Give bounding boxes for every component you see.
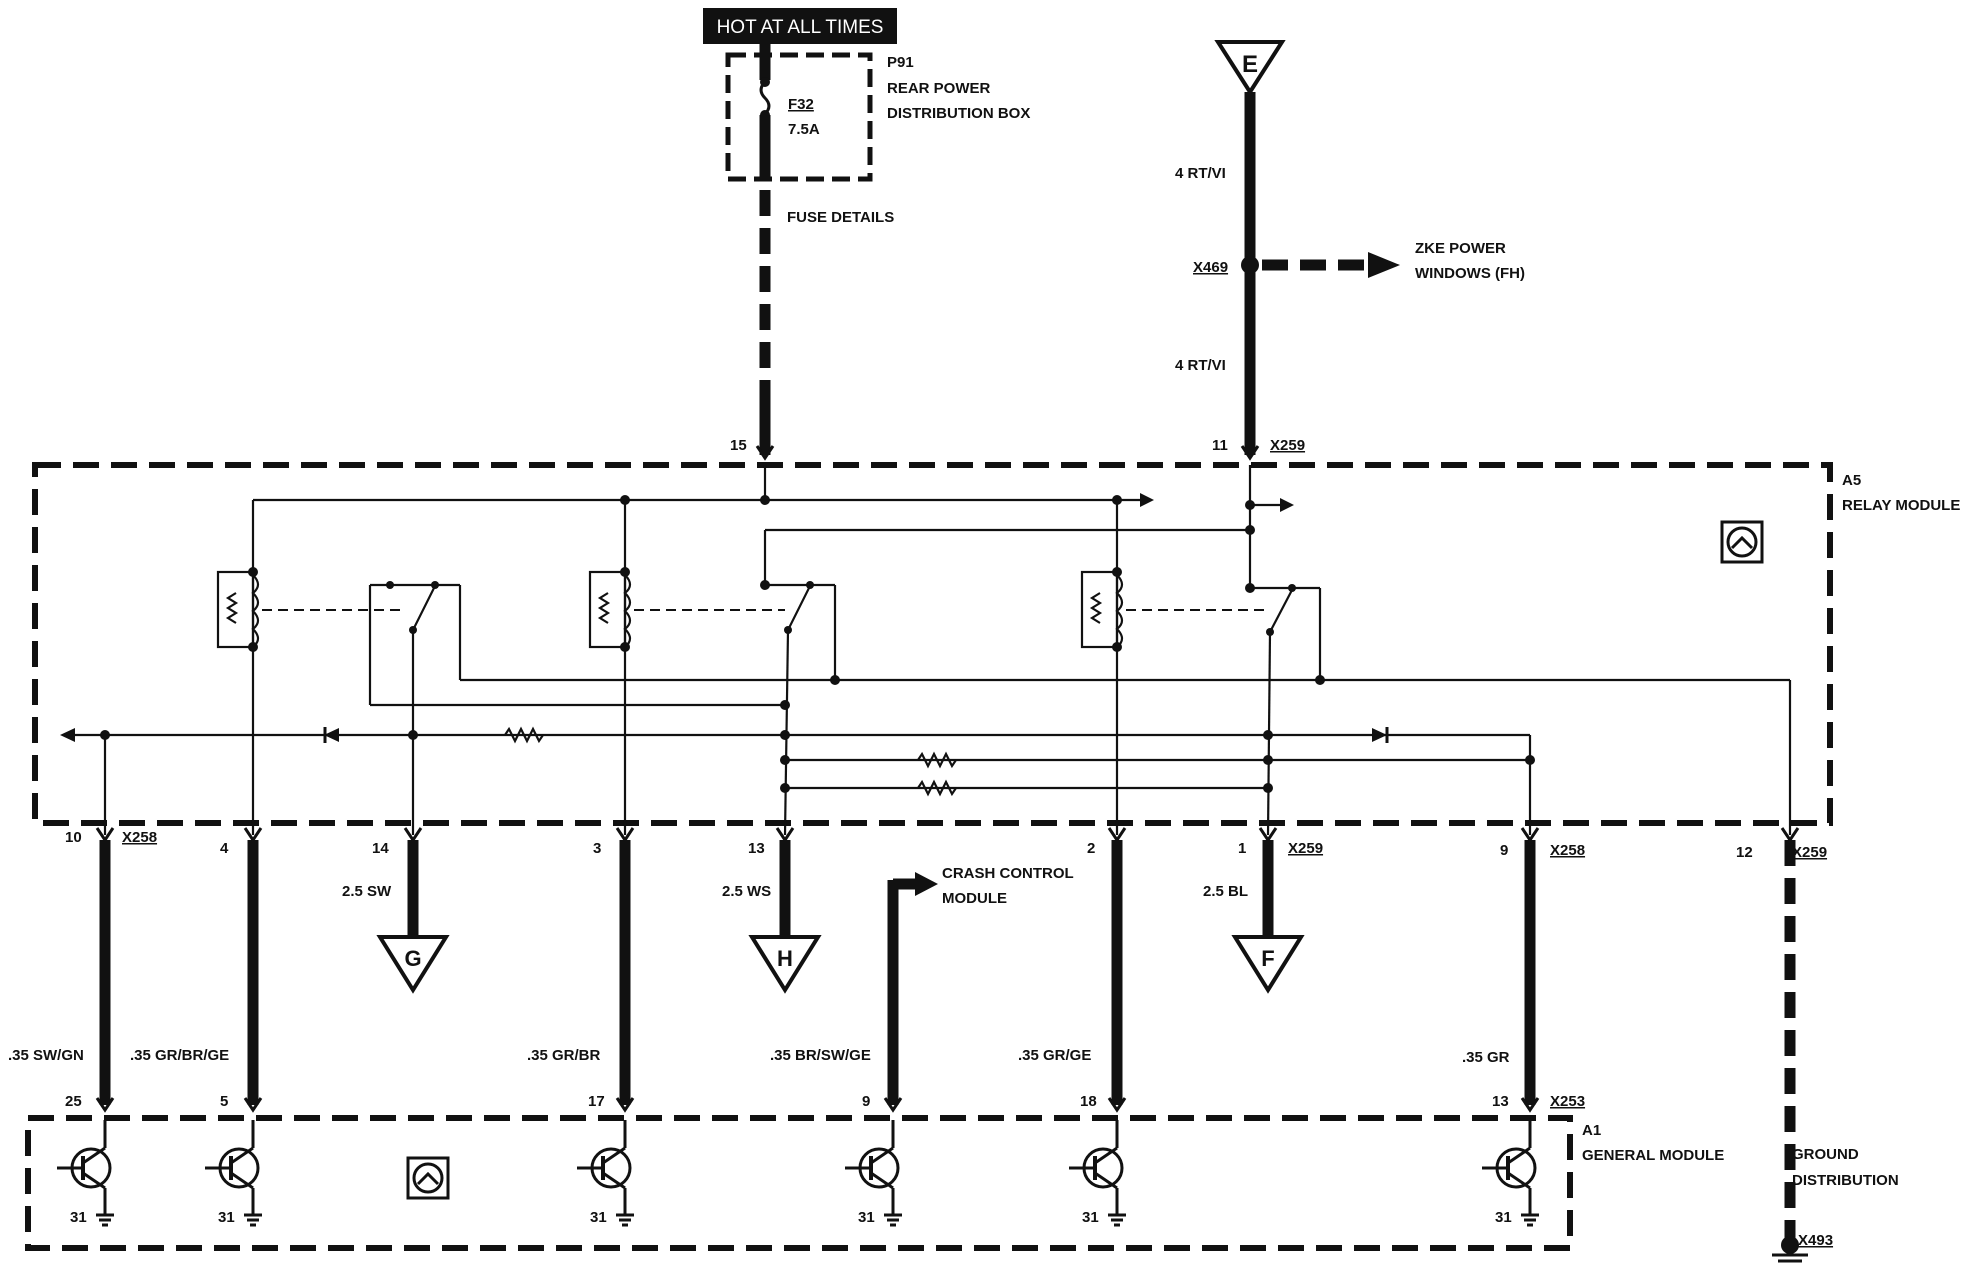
- resistor-2: [917, 751, 957, 769]
- diode-1: [324, 728, 339, 742]
- zke-branch-arrow: [1368, 252, 1400, 278]
- fuse-box-id: P91: [887, 54, 914, 71]
- gm-ground-31-2: 31: [218, 1209, 235, 1226]
- pin-10-label: 10: [65, 829, 82, 846]
- gm-pin-17: 17: [588, 1093, 605, 1110]
- resistor-1: [504, 726, 544, 744]
- wire-label-gr: .35 GR: [1462, 1049, 1510, 1066]
- crash-module-label-1: CRASH CONTROL: [942, 865, 1074, 882]
- general-module-name: GENERAL MODULE: [1582, 1147, 1724, 1164]
- gm-ground-31-5: 31: [1082, 1209, 1099, 1226]
- relay-module-outline: [32, 462, 1833, 826]
- transistor-symbol: [845, 1120, 902, 1227]
- connector-f-letter: F: [1261, 946, 1274, 971]
- general-module-symbol-icon: [406, 1156, 450, 1200]
- pin-13-label: 13: [748, 840, 765, 857]
- ground-label-2: DISTRIBUTION: [1792, 1172, 1899, 1189]
- gm-ground-31-1: 31: [70, 1209, 87, 1226]
- ground-label-1: GROUND: [1792, 1146, 1859, 1163]
- transistor-symbol: [1069, 1120, 1126, 1227]
- fuse-id: F32: [788, 96, 814, 113]
- transistor-symbol: [205, 1120, 262, 1227]
- transistor-symbol: [1482, 1120, 1539, 1227]
- pin-12-label: 12: [1736, 844, 1753, 861]
- diode-2: [1372, 728, 1387, 742]
- wire-g-label: 2.5 SW: [342, 883, 392, 900]
- hot-label: HOT AT ALL TIMES: [717, 17, 884, 38]
- resistor-3: [917, 779, 957, 797]
- general-module-outline: [25, 1115, 1573, 1251]
- connector-e-triangle: [1214, 40, 1286, 96]
- general-module-id: A1: [1582, 1122, 1601, 1139]
- pin-9-connector: X258: [1550, 842, 1585, 859]
- relay-module-name: RELAY MODULE: [1842, 497, 1960, 514]
- relay-internal-wiring: [60, 465, 1792, 836]
- pin-9-label: 9: [1500, 842, 1508, 859]
- splice-x469-label: X469: [1193, 259, 1228, 276]
- wire-e-upper: 4 RT/VI: [1175, 165, 1226, 182]
- wire-label-gr-br: .35 GR/BR: [527, 1047, 601, 1064]
- hot-label-box: [703, 8, 897, 44]
- pin-10-connector: X258: [122, 829, 157, 846]
- zke-label-1: ZKE POWER: [1415, 240, 1506, 257]
- fuse-rating: 7.5A: [788, 121, 820, 138]
- connector-e-letter: E: [1242, 51, 1258, 78]
- pin-11-label: 11: [1212, 437, 1228, 454]
- wire-label-gr-br-ge: .35 GR/BR/GE: [130, 1047, 229, 1064]
- ground-id: X493: [1798, 1232, 1833, 1249]
- pin-1-label: 1: [1238, 840, 1246, 857]
- pin-4-label: 4: [220, 840, 229, 857]
- wire-label-sw-gn: .35 SW/GN: [8, 1047, 84, 1064]
- connector-h-letter: H: [777, 946, 793, 971]
- harness-wires: [99, 840, 1536, 1105]
- gm-pin-arrows: [95, 1097, 1540, 1113]
- gm-pin-9: 9: [862, 1093, 870, 1110]
- fuse-symbol: [759, 80, 771, 116]
- relay-module-id: A5: [1842, 472, 1861, 489]
- connector-f-triangle: [1231, 935, 1305, 994]
- transistor-symbol: [57, 1120, 114, 1227]
- transistor-symbol: [577, 1120, 634, 1227]
- wire-h-label: 2.5 WS: [722, 883, 771, 900]
- fuse-box-name-1: REAR POWER: [887, 80, 991, 97]
- wire-f-label: 2.5 BL: [1203, 883, 1248, 900]
- connector-g-triangle: [376, 935, 450, 994]
- pin-15-label: 15: [730, 437, 747, 454]
- pin-3-label: 3: [593, 840, 601, 857]
- zke-label-2: WINDOWS (FH): [1415, 265, 1525, 282]
- gm-pin-18: 18: [1080, 1093, 1097, 1110]
- ground-splice: [1781, 1236, 1799, 1254]
- gm-pin-25: 25: [65, 1093, 82, 1110]
- fuse-box-outline: [725, 52, 873, 182]
- gm-pin-13: 13: [1492, 1093, 1509, 1110]
- gm-pin-5: 5: [220, 1093, 228, 1110]
- pin-12-connector: X259: [1792, 844, 1827, 861]
- pin-2-label: 2: [1087, 840, 1095, 857]
- fuse-box-name-2: DISTRIBUTION BOX: [887, 105, 1030, 122]
- relay-bottom-pins: [95, 827, 1800, 843]
- gm-ground-31-3: 31: [590, 1209, 607, 1226]
- crash-module-label-2: MODULE: [942, 890, 1007, 907]
- wire-label-br-sw-ge: .35 BR/SW/GE: [770, 1047, 871, 1064]
- top-connector-x259: X259: [1270, 437, 1305, 454]
- fuse-details-label: FUSE DETAILS: [787, 209, 894, 226]
- transistors: [57, 1120, 1539, 1227]
- wire-label-gr-ge: .35 GR/GE: [1018, 1047, 1091, 1064]
- pin-14-label: 14: [372, 840, 389, 857]
- relay-module-symbol-icon: [1720, 520, 1764, 564]
- wire-e-lower: 4 RT/VI: [1175, 357, 1226, 374]
- splice-x469: [1241, 256, 1259, 274]
- connector-g-letter: G: [404, 946, 421, 971]
- gm-ground-31-4: 31: [858, 1209, 875, 1226]
- connector-h-triangle: [748, 935, 822, 994]
- pin-1-connector: X259: [1288, 840, 1323, 857]
- gm-ground-31-6: 31: [1495, 1209, 1512, 1226]
- general-module-connector: X253: [1550, 1093, 1585, 1110]
